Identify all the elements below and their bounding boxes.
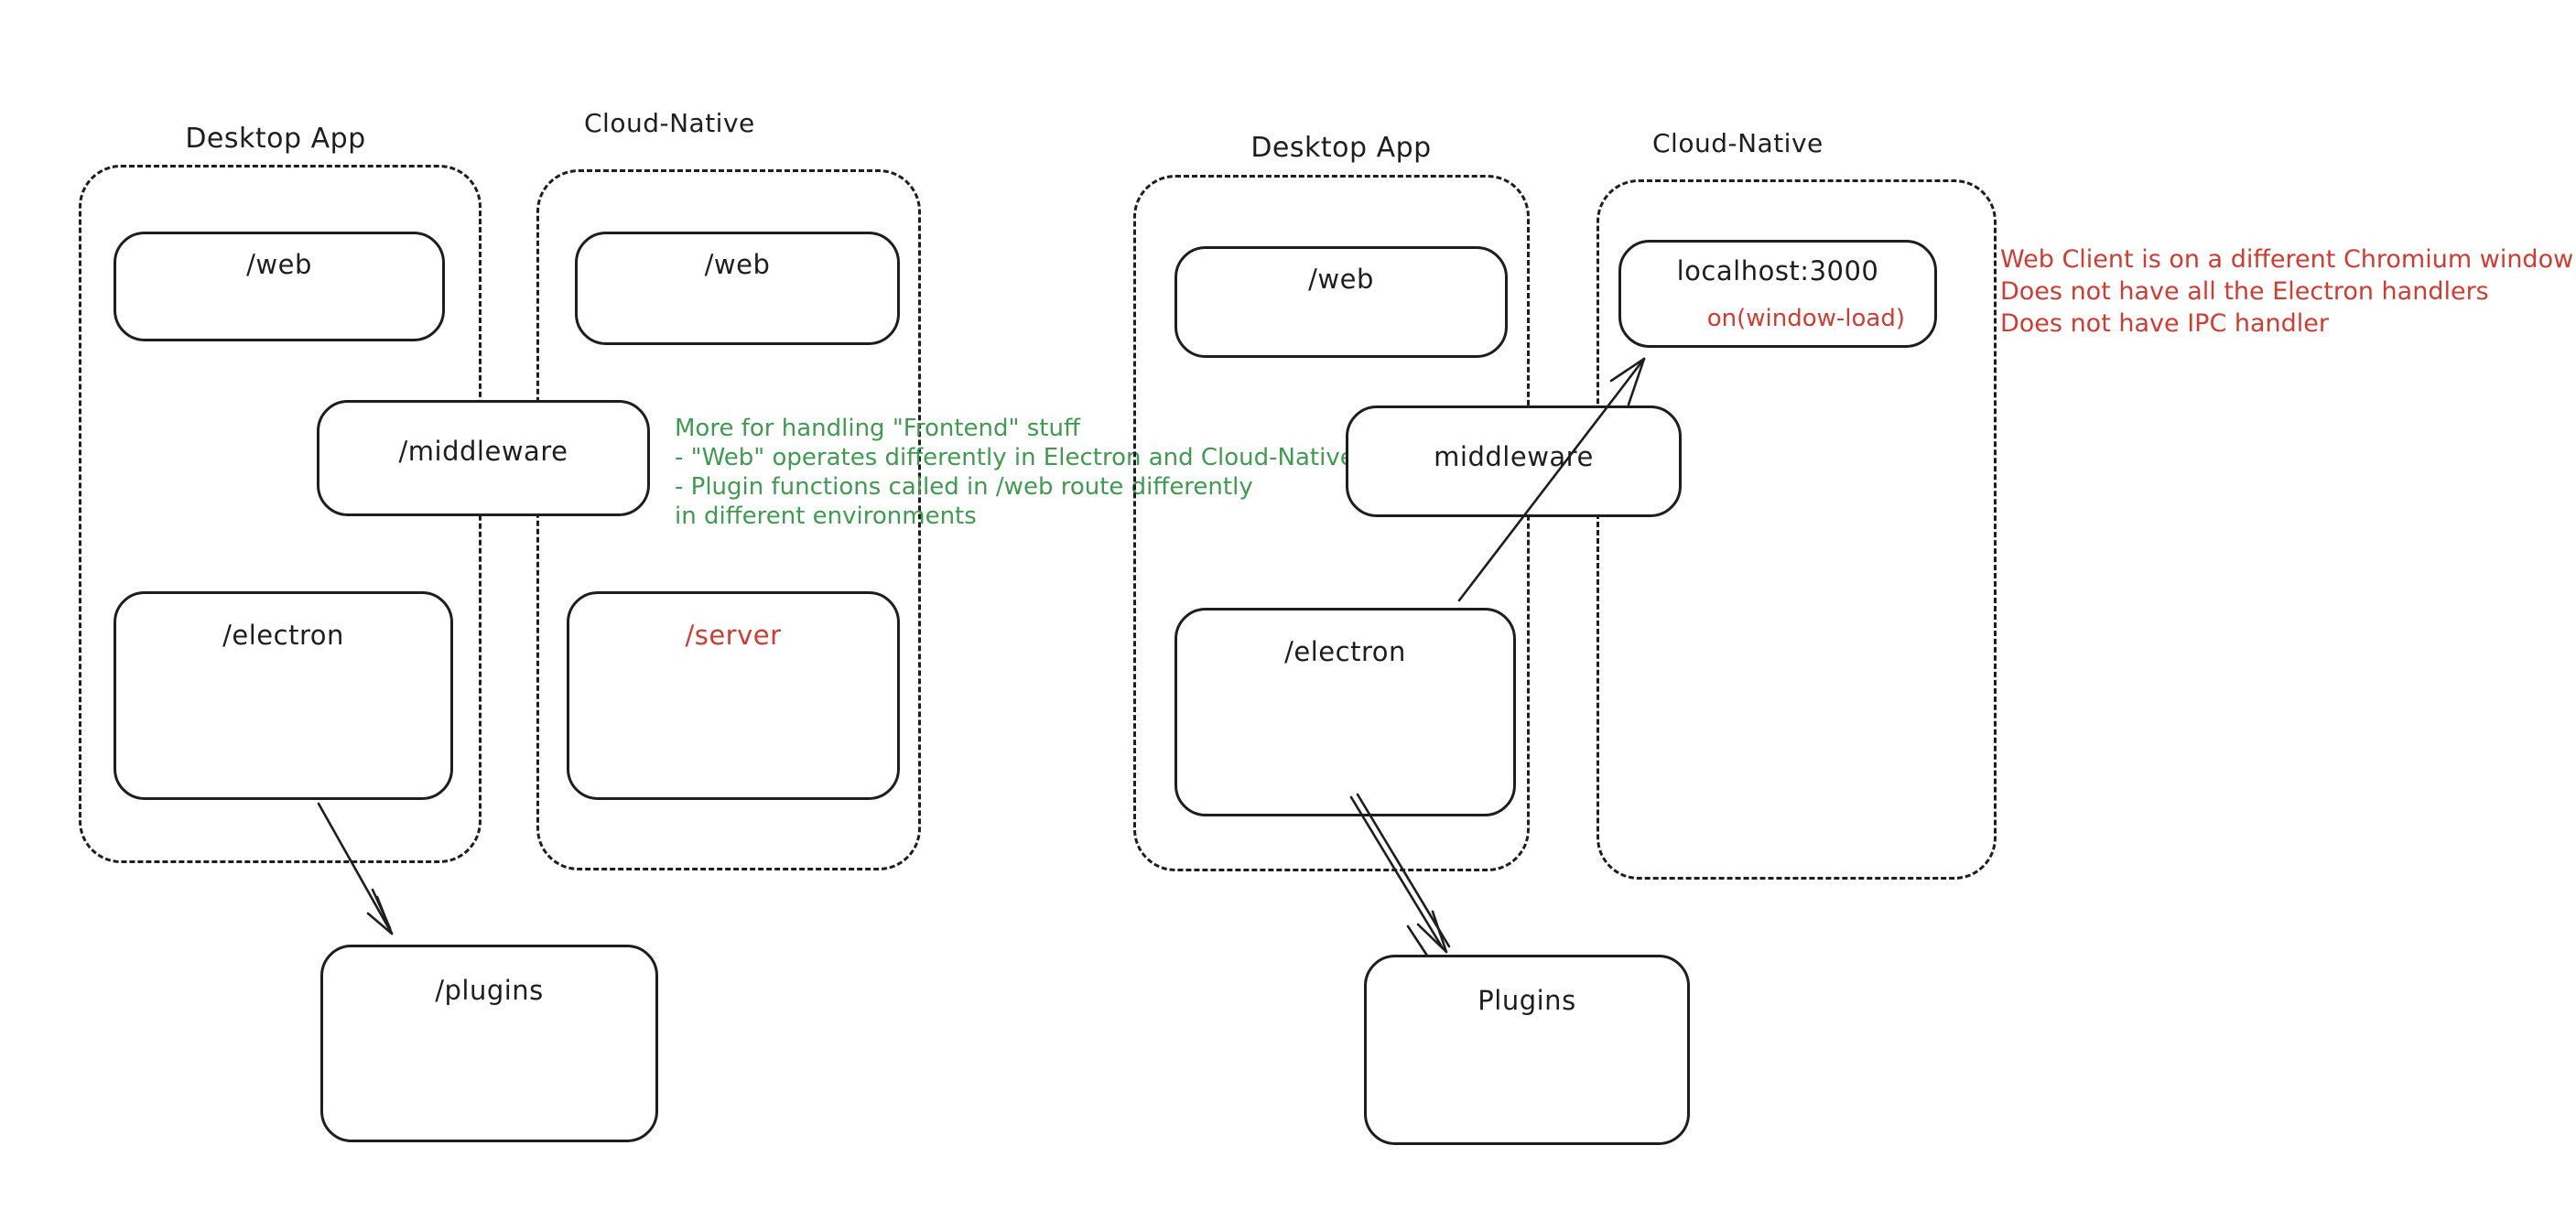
left-middleware-box: /middleware — [317, 400, 650, 516]
red-annotation-line: Does not have all the Electron handlers — [2000, 277, 2489, 306]
right-localhost-box-label: localhost:3000 — [1676, 255, 1879, 286]
green-annotation: More for handling "Frontend" stuff - "We… — [675, 414, 1355, 531]
left-electron-box: /electron — [114, 591, 453, 800]
right-plugins-box-label: Plugins — [1477, 985, 1576, 1016]
right-window-load-label: on(window-load) — [1706, 305, 1905, 332]
red-annotation-line: Does not have IPC handler — [2000, 309, 2330, 338]
red-annotation-line: Web Client is on a different Chromium wi… — [2000, 245, 2574, 274]
left-plugins-box: /plugins — [320, 945, 658, 1142]
left-desktop-app-label: Desktop App — [185, 123, 366, 155]
left-web-cloud-box-label: /web — [704, 249, 771, 280]
left-cloud-native-container — [536, 169, 921, 870]
right-plugins-box: Plugins — [1364, 955, 1690, 1145]
right-web-box-label: /web — [1308, 264, 1374, 295]
left-cloud-native-label: Cloud-Native — [584, 108, 755, 138]
green-annotation-line: in different environments — [675, 503, 977, 530]
right-middleware-box: middleware — [1346, 405, 1682, 517]
left-electron-box-label: /electron — [222, 620, 344, 651]
right-electron-box-label: /electron — [1284, 636, 1406, 667]
right-localhost-box: localhost:3000 on(window-load) — [1618, 240, 1937, 348]
right-web-box: /web — [1174, 246, 1508, 358]
right-cloud-native-label: Cloud-Native — [1652, 128, 1824, 158]
left-server-box: /server — [567, 591, 900, 800]
green-annotation-line: More for handling "Frontend" stuff — [675, 415, 1080, 442]
right-middleware-box-label: middleware — [1434, 441, 1594, 472]
red-annotation: Web Client is on a different Chromium wi… — [2000, 243, 2573, 340]
left-middleware-box-label: /middleware — [398, 436, 568, 467]
left-web-desktop-box: /web — [114, 232, 445, 341]
left-web-cloud-box: /web — [575, 232, 900, 345]
right-electron-box: /electron — [1174, 608, 1516, 816]
left-plugins-box-label: /plugins — [435, 975, 544, 1006]
right-desktop-app-label: Desktop App — [1250, 132, 1432, 164]
left-web-desktop-box-label: /web — [246, 249, 312, 280]
green-annotation-line: - Plugin functions called in /web route … — [675, 473, 1253, 501]
green-annotation-line: - "Web" operates differently in Electron… — [675, 444, 1355, 471]
left-server-box-label: /server — [685, 620, 782, 651]
